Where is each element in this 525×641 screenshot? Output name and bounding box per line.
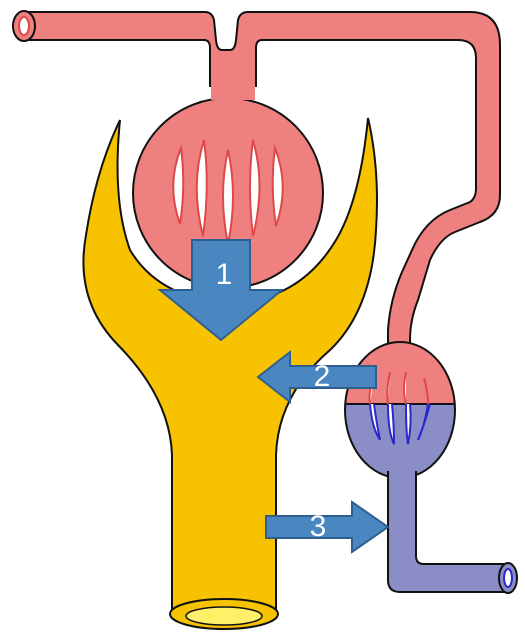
venule-opening-lumen xyxy=(504,569,512,587)
arrow-3-shape xyxy=(266,502,388,552)
capillary-loop xyxy=(404,372,406,404)
arrow-1-label: 1 xyxy=(216,258,233,291)
capillary-loop xyxy=(406,404,411,444)
arrow-2-label: 2 xyxy=(314,360,331,393)
afferent-opening-lumen xyxy=(19,17,29,35)
tubule-opening-lumen xyxy=(186,607,262,625)
peritubular-capillary xyxy=(345,342,455,478)
venule-joint xyxy=(389,462,415,478)
glomerulus-stalk xyxy=(211,80,255,100)
venule-body xyxy=(388,472,508,592)
arrow-3: 3 xyxy=(266,502,388,552)
arrow-3-label: 3 xyxy=(310,510,327,543)
venule xyxy=(388,462,517,593)
